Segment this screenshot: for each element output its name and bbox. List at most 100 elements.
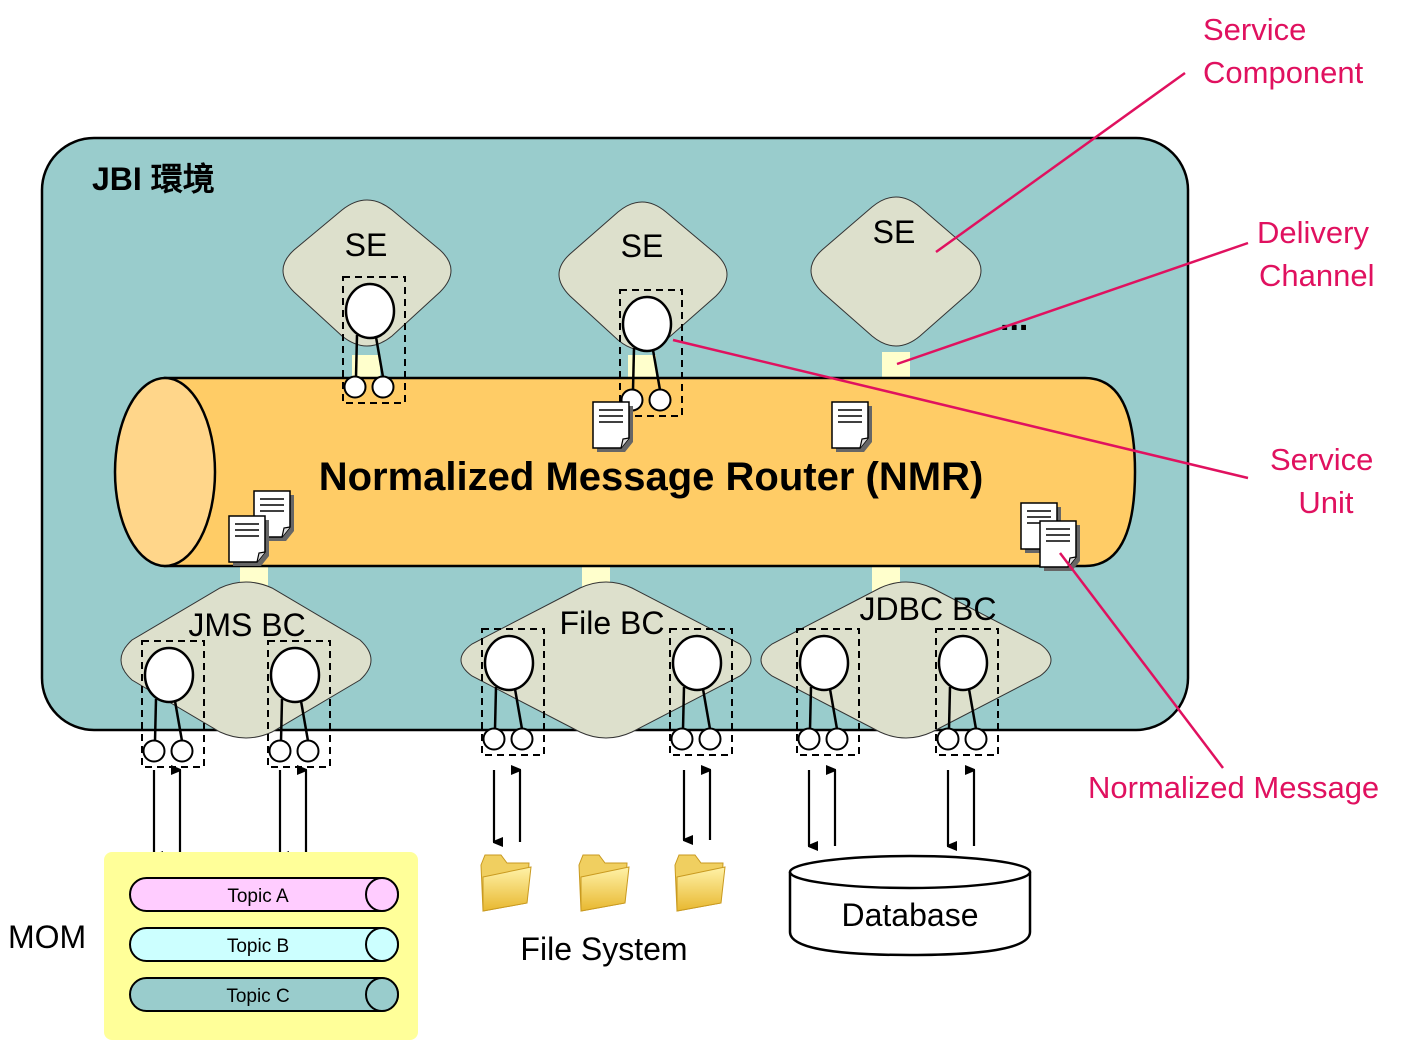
- service-engine-se-1: SE: [282, 199, 452, 347]
- endpoint-consumer: [268, 739, 292, 763]
- database: Database: [788, 854, 1032, 957]
- annotation-line: Service: [1203, 12, 1306, 47]
- endpoint-provider: [825, 727, 849, 751]
- service-unit-link: [631, 347, 636, 391]
- service-unit-link: [374, 336, 385, 378]
- service-unit-link: [967, 688, 978, 730]
- annotations: Service Component Delivery Channel Servi…: [1088, 12, 1379, 805]
- service-unit-link: [947, 686, 952, 730]
- binding-component-label: JDBC BC: [860, 591, 997, 627]
- mom-label: MOM: [8, 919, 86, 955]
- annotation-line: Service: [1270, 442, 1373, 477]
- nmr-cylinder-end: [113, 376, 217, 568]
- topic-label: Topic A: [227, 886, 289, 907]
- folder-icon: [480, 854, 532, 912]
- topic-label: Topic B: [227, 936, 289, 957]
- service-unit-link: [651, 349, 662, 391]
- leader-service-component: [935, 71, 1186, 254]
- endpoint-consumer: [797, 727, 821, 751]
- normalized-message-router: Normalized Message Router (NMR): [113, 376, 1137, 568]
- service-unit-link: [513, 688, 524, 730]
- service-unit-node: [483, 634, 535, 692]
- service-unit-node: [269, 646, 321, 704]
- service-unit-node: [143, 646, 195, 704]
- service-unit-node: [798, 634, 850, 692]
- service-unit-node: [937, 634, 989, 692]
- mom-topic: Topic B: [129, 927, 399, 962]
- binding-component-shape: [760, 581, 1052, 739]
- endpoint-consumer: [482, 727, 506, 751]
- service-unit: [796, 628, 860, 756]
- topic-pipe-end: [365, 877, 399, 912]
- endpoint-consumer: [343, 375, 367, 399]
- service-unit-link: [828, 688, 839, 730]
- endpoint-consumer: [142, 739, 166, 763]
- jbi-environment-title: JBI 環境: [92, 161, 215, 197]
- file-system: File System: [480, 854, 726, 967]
- annotation-service-component: Service Component: [1203, 12, 1364, 90]
- endpoint-provider: [371, 375, 395, 399]
- document-fold: [859, 437, 869, 449]
- endpoint-provider: [510, 727, 534, 751]
- service-engine-label: SE: [345, 227, 388, 263]
- endpoint-provider: [964, 727, 988, 751]
- service-engine-se-2: SE: [558, 201, 728, 351]
- service-unit: [342, 276, 406, 404]
- topic-pipe-end: [365, 927, 399, 962]
- topic-label: Topic C: [226, 986, 289, 1007]
- database-cylinder-top: [788, 854, 1032, 890]
- endpoint-provider: [698, 727, 722, 751]
- binding-component-jms: JMS BC: [120, 581, 372, 739]
- endpoint-consumer: [936, 727, 960, 751]
- folder-icon: [674, 854, 726, 912]
- mom: MOM Topic A Topic B Topic C: [8, 852, 418, 1040]
- binding-component-file: File BC: [460, 581, 752, 739]
- service-unit-boundary: [619, 289, 683, 417]
- mom-topic: Topic C: [129, 977, 399, 1012]
- endpoint-provider: [170, 739, 194, 763]
- service-unit-link: [279, 698, 284, 742]
- service-unit-link: [173, 700, 184, 742]
- normalized-message-icon: [228, 515, 269, 566]
- service-unit-link: [493, 686, 498, 730]
- service-unit-link: [681, 686, 686, 730]
- annotation-line: Delivery: [1257, 215, 1369, 250]
- folder-front: [580, 866, 630, 912]
- service-unit-link: [153, 698, 158, 742]
- folder-icon: [578, 854, 630, 912]
- normalized-message-icon: [831, 401, 872, 452]
- service-engine-se-3: SE: [810, 196, 982, 347]
- document-fold: [620, 437, 630, 449]
- service-unit: [935, 628, 999, 756]
- database-cylinder-body: [788, 872, 1032, 957]
- normalized-message-icon: [592, 401, 633, 452]
- folders: [480, 854, 726, 912]
- service-unit-boundary: [481, 628, 545, 756]
- service-unit: [619, 289, 683, 417]
- endpoint-provider: [296, 739, 320, 763]
- folder-front: [676, 866, 726, 912]
- service-unit-boundary: [935, 628, 999, 756]
- nmr-cylinder-body: [163, 376, 1137, 568]
- mom-topics: Topic A Topic B Topic C: [129, 877, 399, 1012]
- leader-normalized-message: [1059, 552, 1224, 769]
- service-unit-node: [344, 282, 396, 340]
- endpoint-consumer: [670, 727, 694, 751]
- annotation-line: Unit: [1298, 485, 1354, 520]
- binding-component-label: JMS BC: [188, 607, 305, 643]
- mom-topic: Topic A: [129, 877, 399, 912]
- service-unit-boundary: [796, 628, 860, 756]
- io-arrows: [152, 770, 976, 856]
- service-units: [141, 276, 999, 768]
- service-unit-link: [808, 686, 813, 730]
- normalized-message-icon: [1039, 520, 1080, 571]
- document-fold: [281, 526, 291, 538]
- service-unit: [267, 640, 331, 768]
- service-unit: [481, 628, 545, 756]
- folder-front: [482, 866, 532, 912]
- nmr-label: Normalized Message Router (NMR): [319, 455, 984, 499]
- annotation-delivery-channel: Delivery Channel: [1257, 215, 1378, 293]
- service-unit-link: [299, 700, 310, 742]
- delivery-channel-se-3: [882, 352, 910, 380]
